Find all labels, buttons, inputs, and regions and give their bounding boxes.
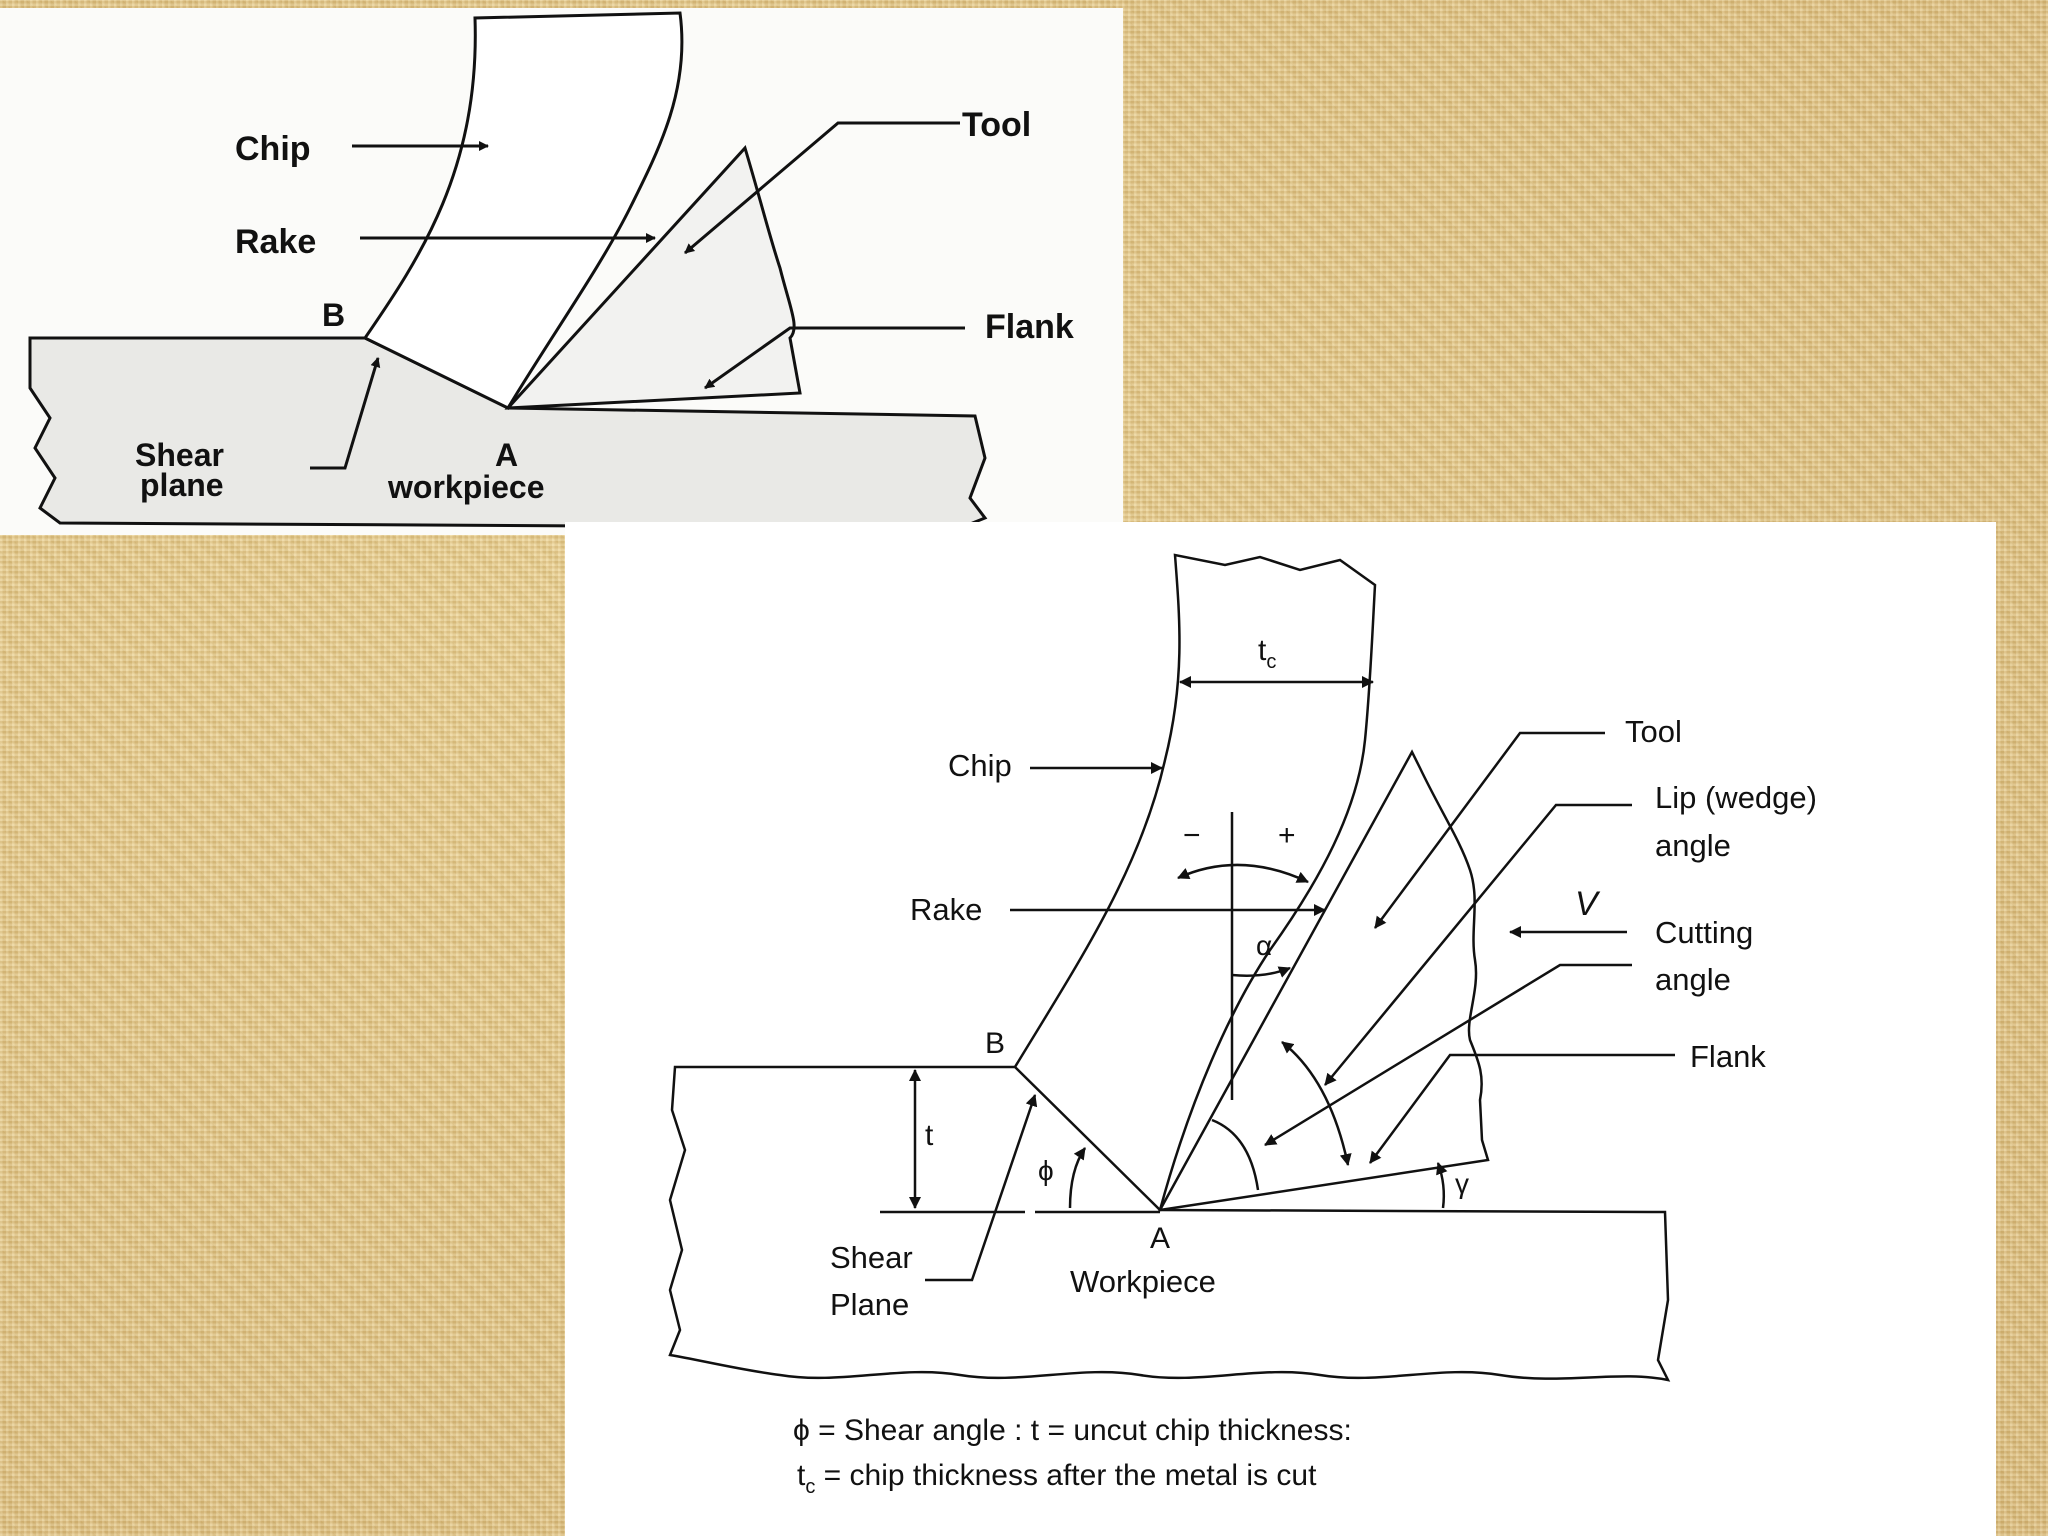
tc-label: tc	[1258, 634, 1276, 673]
workpiece-label: Workpiece	[1070, 1264, 1216, 1299]
top-point-b-label: B	[322, 297, 345, 333]
lip-angle-arc	[1211, 1118, 1260, 1191]
top-rake-label: Rake	[235, 223, 316, 261]
minus-sign: −	[1183, 819, 1201, 852]
shear-plane-label-line2: Plane	[830, 1287, 909, 1322]
alpha-label: α	[1256, 930, 1272, 961]
workpiece-outline	[668, 1065, 1671, 1382]
top-shear-label-line1: Shear	[135, 437, 224, 473]
gamma-arc	[1436, 1162, 1448, 1209]
chip-outline	[362, 11, 684, 410]
top-flank-label: Flank	[985, 308, 1074, 346]
tool-outline	[504, 145, 802, 410]
cutting-angle-label-line1: Cutting	[1655, 915, 1753, 950]
top-workpiece-label: workpiece	[387, 469, 545, 505]
chip-label: Chip	[948, 748, 1012, 783]
gamma-label: γ	[1455, 1168, 1469, 1199]
tool-outline	[1157, 749, 1490, 1212]
top-cutting-diagram: Chip Rake Tool Flank B A workpiece Shear…	[28, 11, 1074, 530]
top-shear-label-line2: plane	[140, 467, 224, 503]
top-chip-label: Chip	[235, 130, 311, 168]
caption-line2: tc = chip thickness after the metal is c…	[797, 1459, 1317, 1498]
phi-label: ϕ	[1038, 1155, 1054, 1186]
rake-sign-arc	[1177, 863, 1309, 884]
cutting-angle-label-line2: angle	[1655, 962, 1731, 997]
top-tool-label: Tool	[962, 106, 1031, 144]
point-b-label: B	[985, 1027, 1005, 1060]
rake-label: Rake	[910, 892, 982, 927]
cutting-angle-arc	[1281, 1041, 1352, 1166]
lip-angle-label-line2: angle	[1655, 828, 1731, 863]
plus-sign: +	[1278, 819, 1296, 852]
top-diagram-panel: Chip Rake Tool Flank B A workpiece Shear…	[0, 8, 1123, 535]
t-label: t	[925, 1119, 934, 1152]
velocity-label: V	[1575, 885, 1601, 923]
bottom-diagram-panel: tc Chip Rake Tool Lip (wedge) angle V Cu…	[565, 522, 1996, 1536]
top-point-a-label: A	[495, 437, 518, 473]
shear-plane-label-line1: Shear	[830, 1240, 913, 1275]
alpha-arc	[1231, 966, 1291, 978]
phi-arc	[1068, 1147, 1087, 1209]
lip-angle-label-line1: Lip (wedge)	[1655, 780, 1817, 815]
tool-label: Tool	[1625, 714, 1682, 749]
flank-label: Flank	[1690, 1039, 1766, 1074]
caption-line1: ϕ = Shear angle : t = uncut chip thickne…	[793, 1414, 1352, 1447]
point-a-label: A	[1150, 1222, 1170, 1255]
bottom-cutting-diagram: tc Chip Rake Tool Lip (wedge) angle V Cu…	[668, 553, 1817, 1498]
